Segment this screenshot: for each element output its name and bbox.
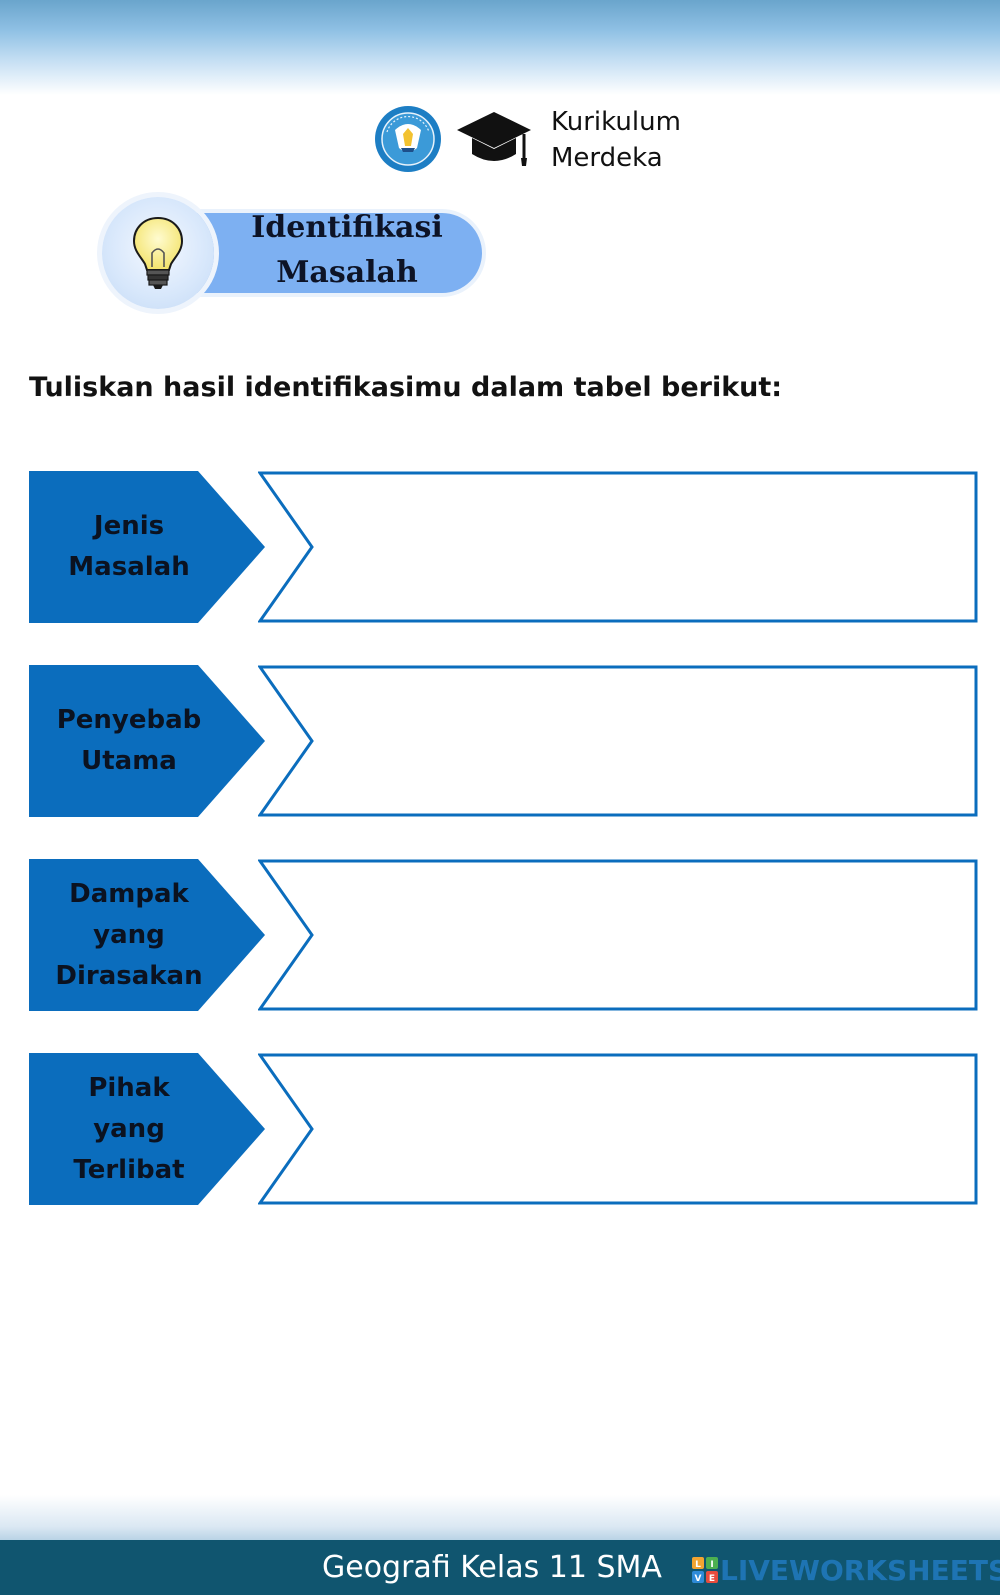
answer-box[interactable] (258, 471, 978, 623)
instruction-text: Tuliskan hasil identifikasimu dalam tabe… (29, 372, 783, 403)
header-logos: Kurikulum Merdeka (373, 100, 693, 178)
row-label-line: Dampak (69, 878, 189, 909)
row-label-line: Dirasakan (55, 960, 203, 991)
kemdikbud-emblem (375, 106, 441, 172)
row-label-chevron (29, 665, 265, 817)
row-label: Jenis Masalah (29, 471, 229, 623)
row-label-chevron (29, 471, 265, 623)
footer-bar: Geografi Kelas 11 SMA L I V E LIVEWORKSH… (0, 1540, 1000, 1595)
graduation-cap-icon (457, 112, 531, 166)
svg-text:L: L (695, 1560, 701, 1570)
row-label-chevron (29, 1053, 265, 1205)
svg-text:I: I (710, 1560, 713, 1570)
answer-box[interactable] (258, 1053, 978, 1205)
row-label-line: Penyebab (56, 705, 202, 735)
answer-box[interactable] (258, 859, 978, 1011)
section-title-pill (192, 213, 576, 293)
liveworksheets-logo-icon: L I V E (692, 1557, 718, 1583)
row-label-line: Jenis Masalah (68, 511, 190, 582)
lightbulb-icon (132, 216, 184, 289)
footer-fade (0, 1495, 1000, 1540)
table-row: Jenis Masalah (29, 471, 979, 623)
section-title-line-2: Masalah (276, 255, 418, 290)
liveworksheets-brand: LIVEWORKSHEETS (720, 1554, 1000, 1587)
curriculum-line-1: Kurikulum (551, 107, 681, 137)
answer-box[interactable] (258, 665, 978, 817)
section-title-badge: Identifikasi Masalah (102, 197, 482, 309)
top-banner (0, 0, 1000, 95)
svg-text:V: V (695, 1574, 702, 1583)
row-label-line: Pihak (88, 1072, 170, 1103)
row-label-line: Terlibat (73, 1154, 185, 1185)
section-title-line-1: Identifikasi (251, 210, 443, 245)
footer-subject-title: Geografi Kelas 11 SMA (322, 1550, 662, 1585)
row-label-chevron (29, 859, 265, 1011)
row-label-line: yang (93, 1113, 165, 1144)
section-title: Identifikasi Masalah (212, 205, 482, 295)
lightbulb-circle (102, 197, 214, 309)
row-label-line: yang (93, 919, 165, 950)
svg-text:E: E (709, 1574, 715, 1583)
curriculum-name: Kurikulum Merdeka (551, 104, 681, 176)
curriculum-line-2: Merdeka (551, 143, 663, 173)
row-label-line: Utama (81, 746, 177, 776)
